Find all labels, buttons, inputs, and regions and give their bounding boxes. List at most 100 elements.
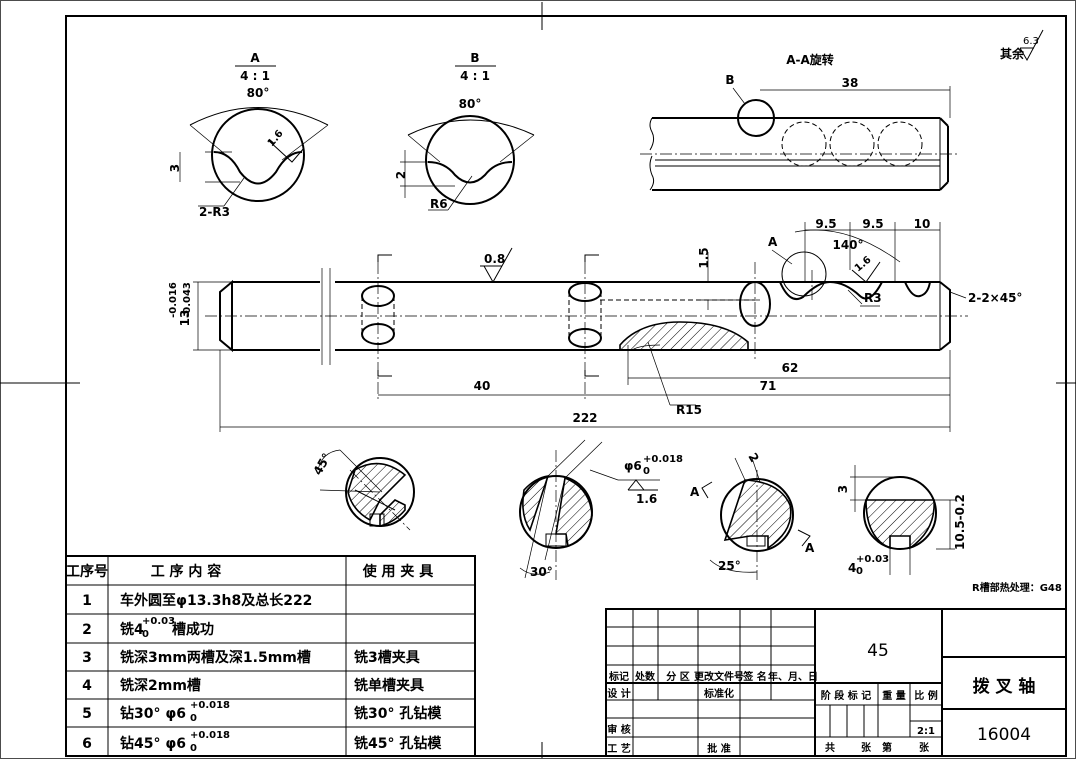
table-header: 工序号 [66, 563, 108, 580]
cross-section-3: 2 25° A A [690, 451, 815, 580]
svg-text:+0.018: +0.018 [190, 730, 230, 741]
svg-text:4 : 1: 4 : 1 [240, 69, 270, 83]
svg-text:A: A [690, 485, 700, 499]
row-no: 5 [82, 706, 92, 722]
svg-text:比 例: 比 例 [914, 689, 937, 702]
svg-text:140°: 140° [832, 238, 863, 252]
svg-text:+0.018: +0.018 [643, 454, 683, 465]
other-roughness-note: 其余 6.3 [1000, 29, 1044, 62]
svg-text:80°: 80° [459, 97, 482, 111]
svg-text:槽成功: 槽成功 [172, 621, 214, 638]
row-content: 铣深2mm槽 [120, 677, 201, 694]
svg-text:71: 71 [760, 379, 777, 393]
svg-text:φ6: φ6 [624, 459, 642, 473]
svg-text:2-2×45°: 2-2×45° [968, 291, 1022, 305]
table-header: 使 用 夹 具 [362, 563, 434, 580]
svg-text:0: 0 [142, 629, 149, 640]
svg-text:更改文件号: 更改文件号 [694, 670, 744, 683]
svg-text:0: 0 [190, 713, 197, 724]
svg-text:设 计: 设 计 [607, 687, 630, 700]
svg-text:80°: 80° [247, 86, 270, 100]
svg-text:批 准: 批 准 [707, 742, 730, 755]
svg-text:+0.03: +0.03 [856, 554, 889, 565]
section-a-detail: A 4 : 1 80° 3 1.6 2-R3 [168, 51, 329, 219]
svg-text:0: 0 [190, 743, 197, 754]
svg-text:222: 222 [572, 411, 597, 425]
svg-text:审 核: 审 核 [607, 723, 630, 736]
svg-text:45°: 45° [310, 451, 333, 478]
svg-text:-0.043: -0.043 [182, 282, 193, 318]
row-tool: 铣45° 孔钻模 [354, 735, 442, 752]
svg-text:标准化: 标准化 [703, 687, 734, 700]
svg-text:62: 62 [782, 361, 799, 375]
svg-text:9.5: 9.5 [862, 217, 883, 231]
svg-text:3: 3 [836, 485, 850, 493]
inner-frame [65, 15, 1067, 757]
row-no: 2 [82, 622, 92, 638]
cross-section-2: 30° φ6 +0.018 0 1.6 [519, 439, 683, 580]
svg-text:分 区: 分 区 [666, 670, 689, 683]
svg-text:0: 0 [856, 566, 863, 577]
svg-text:9.5: 9.5 [815, 217, 836, 231]
drawing-number: 16004 [977, 725, 1031, 745]
svg-text:4: 4 [848, 561, 856, 575]
row-content: 钻45° φ6 [120, 735, 186, 752]
svg-text:-0.016: -0.016 [168, 282, 179, 318]
svg-text:其余: 其余 [1000, 46, 1025, 61]
svg-text:A: A [250, 51, 260, 65]
svg-text:阶 段 标 记: 阶 段 标 记 [821, 689, 871, 702]
svg-text:R3: R3 [864, 291, 882, 305]
svg-text:0: 0 [643, 466, 650, 477]
svg-text:张: 张 [861, 741, 872, 754]
svg-text:1.6: 1.6 [853, 254, 874, 274]
svg-text:1.6: 1.6 [636, 492, 657, 506]
svg-text:2: 2 [394, 171, 408, 179]
row-no: 1 [82, 593, 92, 609]
svg-text:B: B [470, 51, 479, 65]
row-tool: 铣30° 孔钻模 [354, 705, 442, 722]
row-tool: 铣3槽夹具 [354, 649, 420, 666]
svg-text:B: B [725, 73, 734, 87]
row-content: 车外圆至φ13.3h8及总长222 [120, 592, 312, 609]
row-no: 4 [82, 678, 92, 694]
row-no: 6 [82, 736, 92, 752]
svg-text:处数: 处数 [634, 670, 656, 683]
row-tool: 铣单槽夹具 [354, 677, 424, 694]
row-no: 3 [82, 650, 92, 666]
svg-text:A: A [768, 235, 778, 249]
svg-text:第: 第 [882, 741, 892, 754]
svg-text:6.3: 6.3 [1023, 36, 1039, 47]
svg-text:+0.03: +0.03 [142, 616, 175, 627]
part-name: 拨 叉 轴 [973, 676, 1036, 697]
svg-text:工 艺: 工 艺 [607, 742, 630, 755]
cross-section-4: 3 10.5-0.2 4 +0.03 0 [836, 465, 967, 577]
svg-text:0.8: 0.8 [484, 252, 505, 266]
material-value: 45 [867, 641, 889, 661]
svg-text:标记: 标记 [608, 670, 629, 683]
svg-text:A: A [805, 541, 815, 555]
svg-text:R6: R6 [430, 197, 448, 211]
svg-text:2:1: 2:1 [917, 726, 935, 737]
svg-text:38: 38 [842, 76, 859, 90]
svg-text:10: 10 [914, 217, 931, 231]
svg-text:10.5-0.2: 10.5-0.2 [953, 494, 967, 550]
cross-section-1: 45° [310, 449, 415, 531]
main-shaft-view: 140° 9.5 9.5 10 A 1.6 R3 2-2×45° 0.8 1.5 [168, 217, 1022, 432]
svg-text:3: 3 [168, 164, 182, 172]
svg-text:1.6: 1.6 [266, 128, 286, 149]
svg-text:4 : 1: 4 : 1 [460, 69, 490, 83]
svg-text:+0.018: +0.018 [190, 700, 230, 711]
row-content: 钻30° φ6 [120, 705, 186, 722]
row-content: 铣4 [120, 621, 144, 638]
svg-text:年、月、日: 年、月、日 [768, 670, 818, 683]
svg-text:13: 13 [178, 310, 192, 327]
table-header: 工 序 内 容 [151, 563, 222, 580]
svg-text:重 量: 重 量 [882, 689, 905, 702]
svg-text:40: 40 [474, 379, 491, 393]
row-content: 铣深3mm两槽及深1.5mm槽 [120, 649, 311, 666]
svg-text:R15: R15 [676, 403, 702, 417]
svg-text:2-R3: 2-R3 [199, 205, 230, 219]
svg-text:1.5: 1.5 [697, 247, 711, 268]
